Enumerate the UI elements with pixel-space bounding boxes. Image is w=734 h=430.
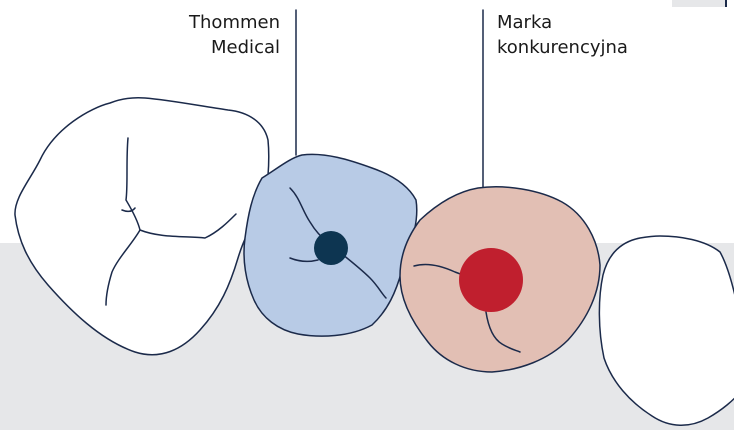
left-molar	[14, 97, 270, 356]
thommen-label-line2: Medical	[211, 37, 280, 58]
thommen-implant-dot	[314, 231, 348, 265]
left-molar-fissure-branch	[139, 213, 237, 239]
right-tooth	[598, 235, 734, 426]
thommen-label-line1: Thommen	[189, 12, 280, 33]
competitor-label: Marka konkurencyjna	[497, 10, 697, 60]
thommen-fissure-left	[289, 257, 319, 263]
competitor-implant-dot	[459, 248, 523, 312]
thommen-fissure-bottom	[341, 253, 387, 299]
competitor-label-line1: Marka	[497, 12, 553, 33]
thommen-label: Thommen Medical	[150, 10, 280, 60]
competitor-fissure-bottom	[485, 311, 521, 353]
corner-marker	[672, 0, 727, 7]
left-molar-fissure-tip	[121, 207, 136, 213]
competitor-label-line2: konkurencyjna	[497, 37, 628, 58]
